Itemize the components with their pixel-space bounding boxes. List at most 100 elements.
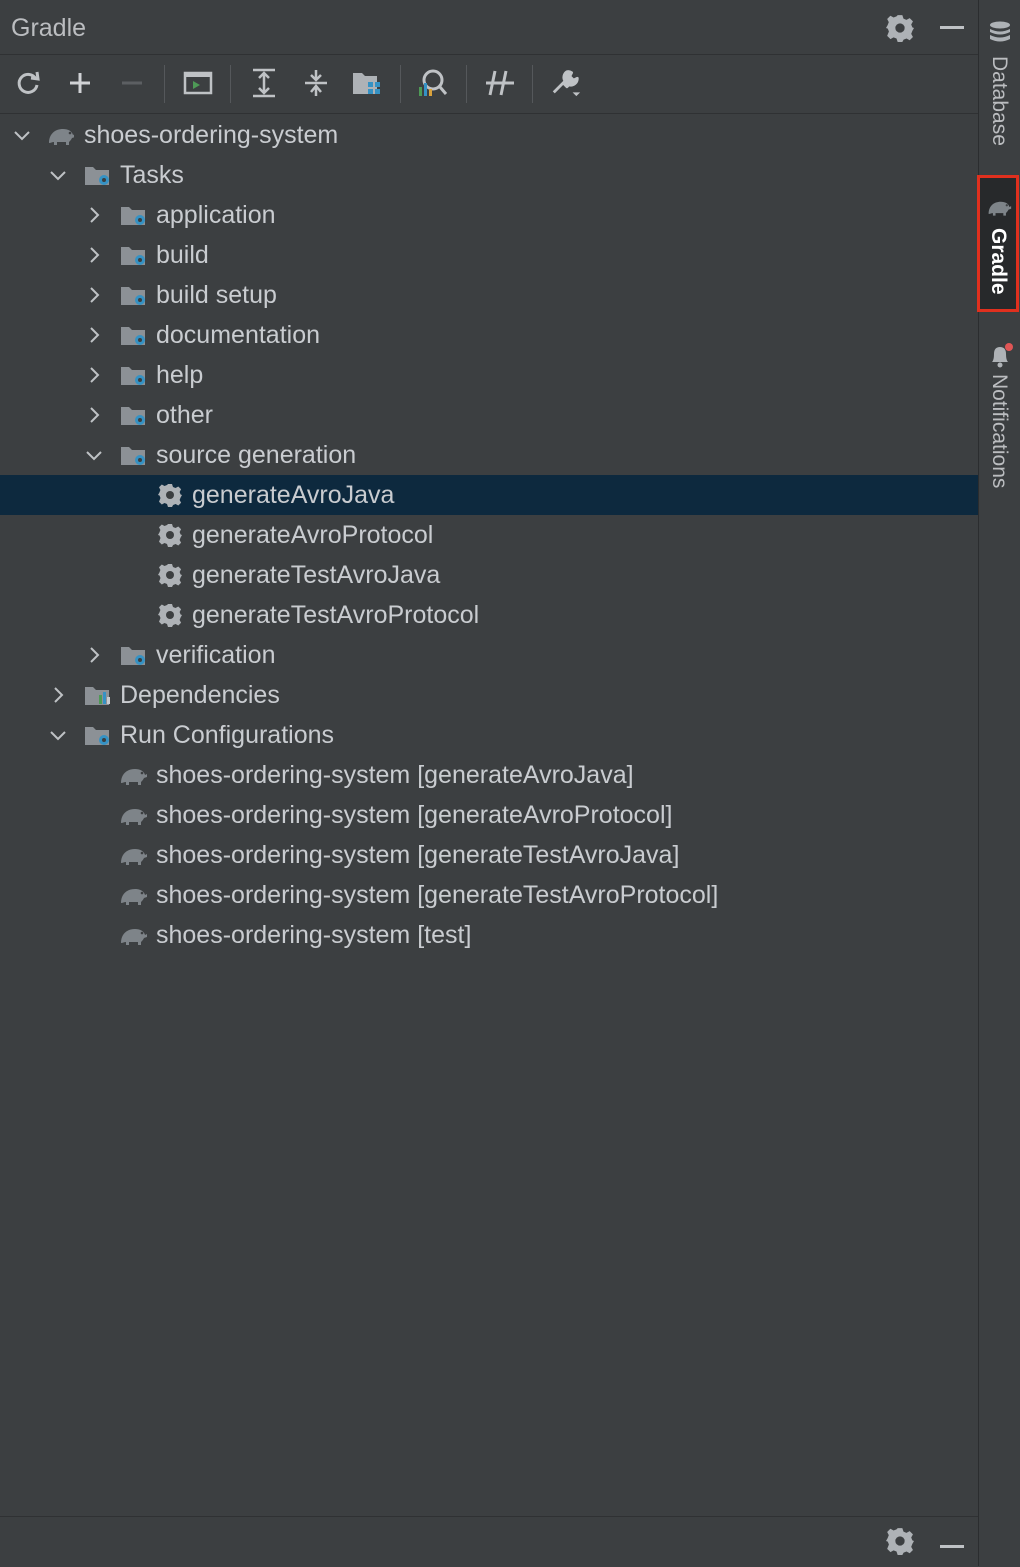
chevron-right-icon[interactable]: [84, 245, 104, 265]
dependencies-folder-icon: [85, 687, 110, 705]
task-group-label: help: [156, 361, 204, 389]
task-label: generateTestAvroProtocol: [192, 601, 480, 629]
gradle-elephant-icon: [121, 809, 147, 825]
task-folder-icon: [121, 447, 145, 465]
gradle-elephant-icon: [49, 129, 74, 145]
tree-node-run-config[interactable]: shoes-ordering-system [test]: [0, 915, 978, 955]
toolbar-separator: [466, 65, 467, 103]
task-group-label: documentation: [156, 321, 321, 349]
task-folder-icon: [85, 167, 109, 185]
minimize-icon[interactable]: [940, 26, 964, 29]
tree-node-application[interactable]: application: [0, 195, 978, 235]
task-folder-icon: [121, 647, 145, 665]
add-icon[interactable]: [64, 67, 96, 99]
tree-node-task[interactable]: generateTestAvroJava: [0, 555, 978, 595]
run-configurations-label: Run Configurations: [120, 721, 335, 749]
task-folder-icon: [121, 287, 145, 305]
root-project-label: shoes-ordering-system: [84, 121, 339, 149]
task-label: generateTestAvroJava: [192, 561, 441, 589]
chevron-right-icon[interactable]: [84, 405, 104, 425]
toolbar-separator: [532, 65, 533, 103]
chevron-right-icon[interactable]: [84, 645, 104, 665]
gradle-elephant-icon: [121, 849, 147, 865]
tree-node-dependencies[interactable]: Dependencies: [0, 675, 978, 715]
database-icon: [990, 21, 1010, 42]
task-group-label: build setup: [156, 281, 277, 309]
right-tool-strip: Database Gradle Notifications: [977, 0, 1020, 1566]
tree-node-build-setup[interactable]: build setup: [0, 275, 978, 315]
tasks-label: Tasks: [120, 161, 184, 189]
panel-title: Gradle: [11, 14, 87, 42]
dependencies-label: Dependencies: [120, 681, 280, 709]
toolbar-separator: [164, 65, 165, 103]
tree-node-documentation[interactable]: documentation: [0, 315, 978, 355]
toggle-offline-icon[interactable]: [484, 67, 516, 99]
analyze-dependencies-icon[interactable]: [416, 67, 448, 99]
run-config-label: shoes-ordering-system [generateTestAvroJ…: [156, 841, 680, 869]
run-config-label: shoes-ordering-system [generateAvroJava]: [156, 761, 634, 789]
chevron-right-icon[interactable]: [48, 685, 68, 705]
tree-node-verification[interactable]: verification: [0, 635, 978, 675]
tree-node-run-config[interactable]: shoes-ordering-system [generateTestAvroP…: [0, 875, 978, 915]
task-group-label: source generation: [156, 441, 357, 469]
gear-icon: [158, 484, 182, 507]
gradle-elephant-icon: [121, 769, 147, 785]
chevron-right-icon[interactable]: [84, 325, 104, 345]
chevron-down-icon[interactable]: [84, 445, 104, 465]
tree-node-build[interactable]: build: [0, 235, 978, 275]
task-label: generateAvroJava: [192, 481, 395, 509]
tree-node-other[interactable]: other: [0, 395, 978, 435]
run-config-label: shoes-ordering-system [test]: [156, 921, 472, 949]
tree-node-run-config[interactable]: shoes-ordering-system [generateAvroProto…: [0, 795, 978, 835]
gear-icon: [158, 604, 182, 627]
chevron-right-icon[interactable]: [84, 285, 104, 305]
tree-node-root[interactable]: shoes-ordering-system: [0, 115, 978, 155]
gear-icon: [158, 524, 182, 547]
chevron-right-icon[interactable]: [84, 205, 104, 225]
tree-node-run-config[interactable]: shoes-ordering-system [generateAvroJava]: [0, 755, 978, 795]
tree-node-task-selected[interactable]: generateAvroJava: [0, 475, 978, 515]
tree-node-task[interactable]: generateTestAvroProtocol: [0, 595, 978, 635]
tree-node-task[interactable]: generateAvroProtocol: [0, 515, 978, 555]
task-group-label: application: [156, 201, 276, 229]
task-group-label: verification: [156, 641, 276, 669]
task-group-label: build: [156, 241, 209, 269]
gradle-tool-window: Gradle: [0, 0, 978, 1560]
toolbar-separator: [230, 65, 231, 103]
run-task-icon[interactable]: [182, 67, 214, 99]
chevron-down-icon[interactable]: [48, 725, 68, 745]
gradle-tab-label: Gradle: [987, 228, 1010, 295]
toolbar: [0, 55, 978, 114]
task-folder-icon: [121, 247, 145, 265]
settings-wrench-icon[interactable]: [550, 67, 582, 99]
task-folder-icon: [121, 207, 145, 225]
tree-node-run-config[interactable]: shoes-ordering-system [generateTestAvroJ…: [0, 835, 978, 875]
run-config-label: shoes-ordering-system [generateAvroProto…: [156, 801, 673, 829]
collapse-all-icon[interactable]: [300, 67, 332, 99]
group-modules-icon[interactable]: [352, 67, 384, 99]
reload-icon[interactable]: [12, 67, 44, 99]
settings-gear-icon[interactable]: [886, 14, 914, 47]
task-label: generateAvroProtocol: [192, 521, 434, 549]
chevron-right-icon[interactable]: [84, 365, 104, 385]
tree-node-source-generation[interactable]: source generation: [0, 435, 978, 475]
gradle-elephant-icon: [121, 889, 147, 905]
expand-all-icon[interactable]: [248, 67, 280, 99]
minimize-icon[interactable]: [940, 1545, 964, 1548]
notifications-tab[interactable]: Notifications: [979, 338, 1020, 518]
chevron-down-icon[interactable]: [48, 165, 68, 185]
run-config-label: shoes-ordering-system [generateTestAvroP…: [156, 881, 719, 909]
gradle-elephant-icon: [121, 929, 147, 945]
tree-node-help[interactable]: help: [0, 355, 978, 395]
task-group-label: other: [156, 401, 213, 429]
task-folder-icon: [121, 367, 145, 385]
settings-gear-icon[interactable]: [886, 1527, 914, 1560]
tree-node-run-configurations[interactable]: Run Configurations: [0, 715, 978, 755]
tree-node-tasks[interactable]: Tasks: [0, 155, 978, 195]
chevron-down-icon[interactable]: [12, 125, 32, 145]
remove-icon[interactable]: [116, 67, 148, 99]
title-bar: Gradle: [0, 0, 978, 55]
gradle-tab[interactable]: Gradle: [977, 175, 1019, 312]
toolbar-separator: [400, 65, 401, 103]
database-tab[interactable]: Database: [979, 18, 1020, 158]
